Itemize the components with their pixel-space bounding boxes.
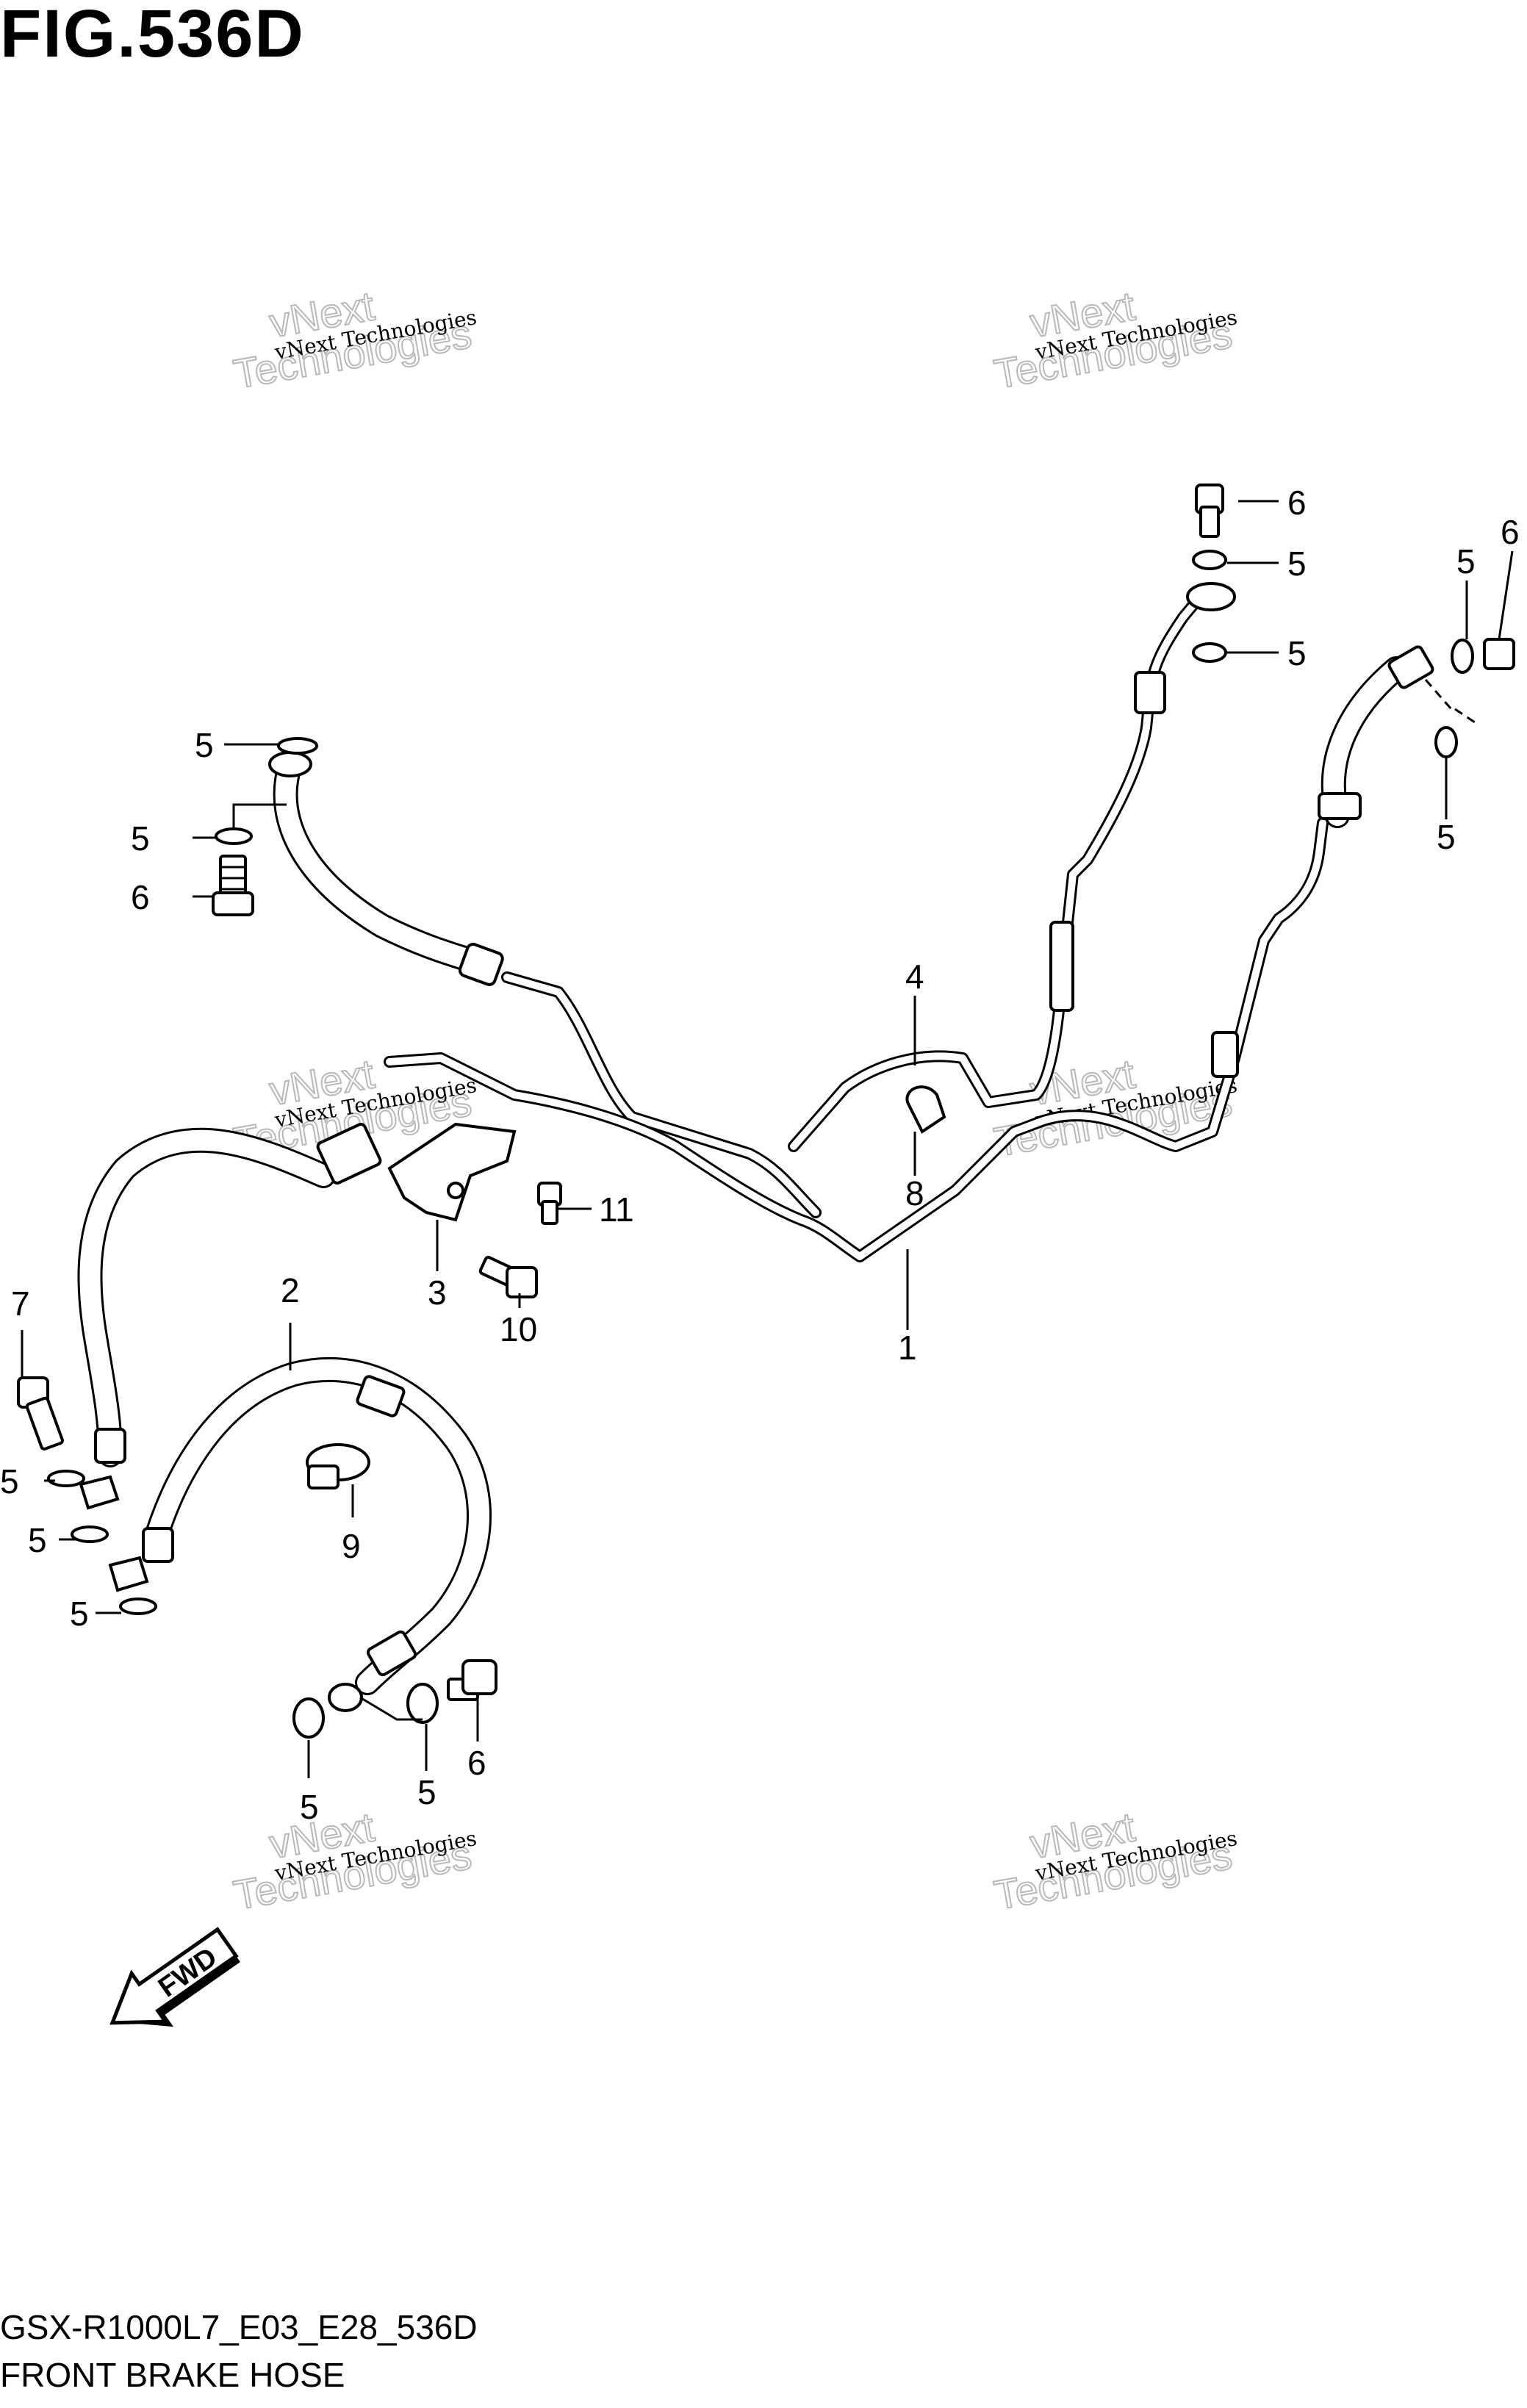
callout-5: 5 (28, 1521, 47, 1559)
callout-6: 6 (1501, 513, 1520, 551)
callout-5: 5 (1287, 545, 1307, 583)
callout-1: 1 (898, 1329, 917, 1367)
bolt-11 (537, 1182, 562, 1225)
bolt-10 (478, 1256, 538, 1298)
callout-5: 5 (131, 819, 150, 858)
section-name: FRONT BRAKE HOSE (0, 2356, 345, 2394)
figure-title: FIG.536D (0, 0, 305, 71)
hose-upper-right (1318, 638, 1515, 828)
callout-6: 6 (131, 878, 150, 916)
callout-4: 4 (905, 957, 924, 996)
callout-5: 5 (1456, 542, 1476, 581)
callout-6: 6 (467, 1744, 486, 1782)
hose-upper-left (268, 751, 822, 1218)
brake-pipe-1 (384, 817, 1329, 1262)
callout-5: 5 (70, 1595, 89, 1633)
watermark-bottom-right: vNext Technologies vNext Technologies (990, 1803, 1239, 1919)
callout-10: 10 (500, 1310, 537, 1348)
brake-pipe-4 (788, 582, 1236, 1152)
callout-5: 5 (1287, 634, 1307, 672)
watermark-top-right: vNext Technologies vNext Technologies (990, 281, 1239, 398)
leader-lines (21, 500, 1514, 1778)
banjo-bolt-top-right (1192, 484, 1227, 663)
callout-7: 7 (11, 1284, 30, 1323)
callout-3: 3 (428, 1273, 447, 1312)
clamp-9 (306, 1443, 370, 1489)
callout-5: 5 (1437, 818, 1456, 856)
callout-6: 6 (1287, 484, 1307, 522)
bracket-3 (387, 1122, 517, 1222)
callout-5: 5 (300, 1788, 319, 1826)
callout-8: 8 (905, 1174, 924, 1212)
hose-2 (108, 1357, 492, 1712)
callout-5: 5 (195, 726, 214, 764)
callout-5: 5 (0, 1462, 19, 1500)
model-code: GSX-R1000L7_E03_E28_536D (0, 2308, 478, 2346)
fwd-arrow: FWD (109, 1927, 240, 2027)
watermark-top-left: vNext Technologies vNext Technologies (229, 281, 478, 398)
hose-lower-left (77, 1122, 382, 1510)
callout-9: 9 (342, 1527, 361, 1565)
callout-2: 2 (281, 1271, 300, 1309)
watermark-bottom-left: vNext Technologies vNext Technologies (229, 1803, 478, 1919)
callout-11: 11 (599, 1190, 634, 1229)
banjo-bolt-lower (292, 1659, 497, 1739)
banjo-bolt-left (17, 1376, 157, 1615)
clamp-8 (905, 1085, 946, 1134)
callout-5: 5 (417, 1773, 436, 1811)
